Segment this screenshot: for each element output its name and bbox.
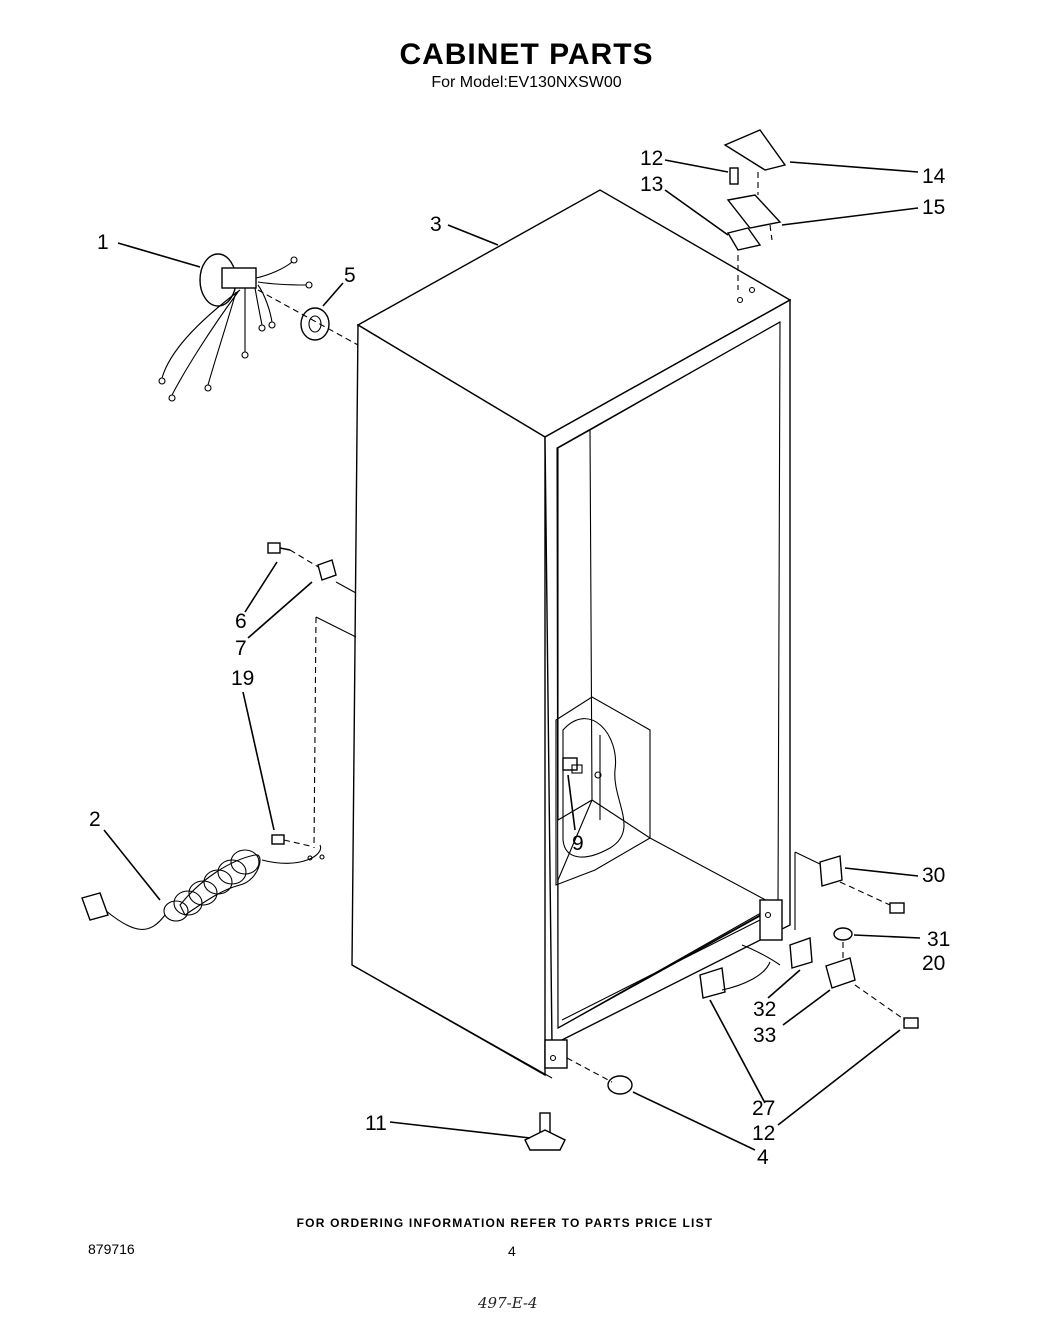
shim-part-32 bbox=[789, 937, 813, 969]
callout-7: 7 bbox=[235, 637, 247, 660]
lower-hinge-assembly bbox=[699, 851, 919, 1029]
machine-compartment bbox=[555, 696, 651, 886]
control-part-9 bbox=[562, 757, 583, 774]
top-hinge-assembly bbox=[723, 129, 787, 290]
callout-4: 4 bbox=[757, 1146, 769, 1169]
harness-sleeve bbox=[221, 267, 257, 289]
callout-11: 11 bbox=[365, 1112, 387, 1135]
cabinet-body bbox=[351, 189, 792, 1079]
callout-30: 30 bbox=[922, 864, 945, 887]
cabinet-front-frame bbox=[544, 298, 791, 1047]
callout-3: 3 bbox=[430, 213, 442, 236]
hinge-shim-part-13 bbox=[726, 227, 762, 251]
callout-9: 9 bbox=[572, 832, 584, 855]
page-title: CABINET PARTS bbox=[399, 38, 654, 71]
handwritten-code: 497-E-4 bbox=[478, 1294, 538, 1312]
foot-cap-part-4 bbox=[607, 1075, 633, 1095]
cabinet-floor bbox=[557, 799, 777, 1029]
callout-6: 6 bbox=[235, 610, 247, 633]
callout-1: 1 bbox=[97, 231, 109, 254]
page-number: 4 bbox=[508, 1243, 516, 1259]
leader-lines bbox=[103, 159, 921, 1151]
callout-12-bottom: 12 bbox=[752, 1122, 775, 1145]
plug-part-2 bbox=[81, 892, 109, 921]
grommet-part-5 bbox=[300, 307, 330, 341]
callout-5: 5 bbox=[344, 264, 356, 287]
washer-part-20 bbox=[833, 927, 853, 941]
model-number: EV130NXSW00 bbox=[507, 74, 622, 91]
callout-20: 20 bbox=[922, 952, 945, 975]
callout-numbers: 12 14 13 15 3 1 5 6 7 19 2 9 30 31 20 32… bbox=[89, 147, 950, 1169]
hinge-cover-part-14 bbox=[723, 129, 787, 171]
bracket-part-27 bbox=[699, 967, 726, 999]
cabinet-side-face bbox=[351, 323, 546, 1077]
document-number: 879716 bbox=[88, 1241, 135, 1257]
plate-part-30 bbox=[819, 855, 843, 887]
leg-assembly bbox=[524, 1057, 633, 1151]
callout-14: 14 bbox=[922, 165, 946, 188]
hinge-plate-part-15 bbox=[726, 194, 782, 229]
leveling-foot-part-11 bbox=[524, 1129, 566, 1151]
wiring-harness-assembly bbox=[158, 253, 359, 402]
model-subtitle: For Model: EV130NXSW00 bbox=[0, 74, 1053, 92]
power-cord-assembly bbox=[81, 834, 325, 930]
screw-part-12-lower bbox=[903, 1017, 919, 1029]
bottom-left-bracket bbox=[544, 1039, 568, 1069]
cord-clip-assembly bbox=[267, 542, 357, 849]
ordering-note: FOR ORDERING INFORMATION REFER TO PARTS … bbox=[296, 1216, 714, 1230]
clip-part-7 bbox=[317, 559, 337, 581]
control-knob-part-9 bbox=[562, 757, 578, 771]
callout-33: 33 bbox=[753, 1024, 776, 1047]
callout-32: 32 bbox=[753, 998, 776, 1021]
screw-part-31 bbox=[889, 902, 905, 914]
hinge-screw-part-12 bbox=[729, 167, 739, 185]
screw-part-6 bbox=[267, 542, 281, 554]
bottom-right-bracket bbox=[759, 899, 783, 941]
model-label: For Model: bbox=[431, 74, 508, 91]
screw-part-19 bbox=[271, 834, 285, 845]
callout-19: 19 bbox=[231, 667, 254, 690]
hinge-bracket-part-33 bbox=[825, 957, 856, 989]
callout-31: 31 bbox=[927, 928, 950, 951]
callout-12-top: 12 bbox=[640, 147, 663, 170]
callout-13: 13 bbox=[640, 173, 663, 196]
callout-15: 15 bbox=[922, 196, 945, 219]
callout-27: 27 bbox=[752, 1097, 775, 1120]
callout-2: 2 bbox=[89, 808, 101, 831]
